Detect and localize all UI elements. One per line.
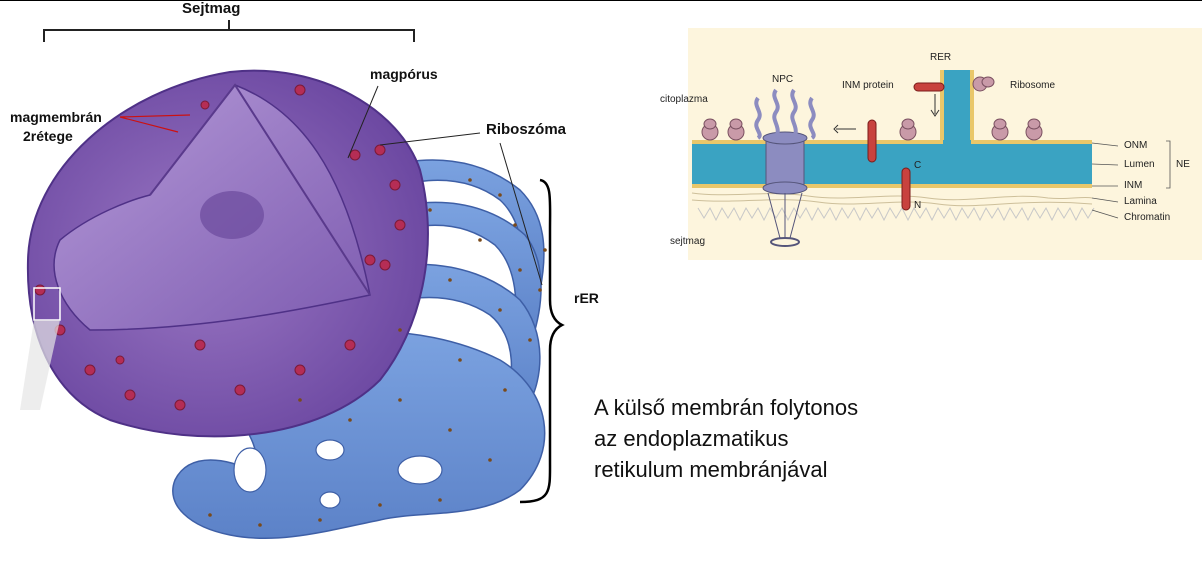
- inset-ribosomes: [701, 76, 1043, 141]
- membrane-label-line2: 2rétege: [23, 128, 73, 144]
- inset-npc-label: NPC: [772, 74, 794, 85]
- chromatin: [697, 206, 1095, 222]
- inset-svg: [691, 70, 1171, 247]
- inset-n-terminus: N: [914, 200, 922, 211]
- caption-line-3: retikulum membránjával: [594, 457, 828, 482]
- top-border: [0, 0, 1202, 1]
- ribosome-dots: [208, 178, 547, 527]
- nucleus-er-illustration: [20, 20, 565, 540]
- er-fenestrations: [233, 439, 443, 509]
- nuclear-envelope-inset: RER NPC INM protein Ribosome citoplazma …: [660, 28, 1202, 260]
- inset-lamina-label: Lamina: [1124, 196, 1157, 207]
- lamina: [691, 192, 1093, 207]
- rer-label: rER: [574, 290, 599, 306]
- ribosome-label: Riboszóma: [486, 121, 567, 138]
- inset-onm-label: ONM: [1124, 140, 1148, 151]
- inset-c-terminus: C: [914, 160, 922, 171]
- nucleolus: [200, 191, 264, 239]
- rer-brace: [519, 178, 565, 504]
- inset-ne-label: NE: [1176, 159, 1190, 170]
- npc: [754, 88, 816, 247]
- nucleus-body: [26, 69, 429, 438]
- caption-line-2: az endoplazmatikus: [594, 426, 789, 451]
- nucleus-bracket: [43, 20, 415, 42]
- inset-ribosome-label: Ribosome: [1010, 80, 1056, 91]
- inset-rer-label: RER: [930, 52, 952, 63]
- caption-line-1: A külső membrán folytonos: [594, 395, 859, 420]
- inset-nucleus-label: sejtmag: [670, 236, 706, 247]
- nuclear-pores: [34, 84, 406, 411]
- inset-chromatin-label: Chromatin: [1124, 212, 1171, 223]
- caption: A külső membrán folytonos az endoplazmat…: [594, 392, 858, 485]
- membrane-label-line1: magmembrán: [10, 109, 102, 125]
- nucleus-label: Sejtmag: [182, 0, 241, 17]
- inset-inm-label: INM: [1124, 180, 1143, 191]
- inset-inm-protein-label: INM protein: [842, 80, 894, 91]
- inm-proteins: [867, 82, 945, 211]
- inset-cytoplasm-label: citoplazma: [660, 94, 708, 105]
- inset-lumen-label: Lumen: [1124, 159, 1155, 170]
- lumen: [692, 143, 1092, 185]
- label-lines: [119, 85, 543, 286]
- pore-label: magpórus: [370, 66, 438, 82]
- rer-channel: [943, 70, 971, 144]
